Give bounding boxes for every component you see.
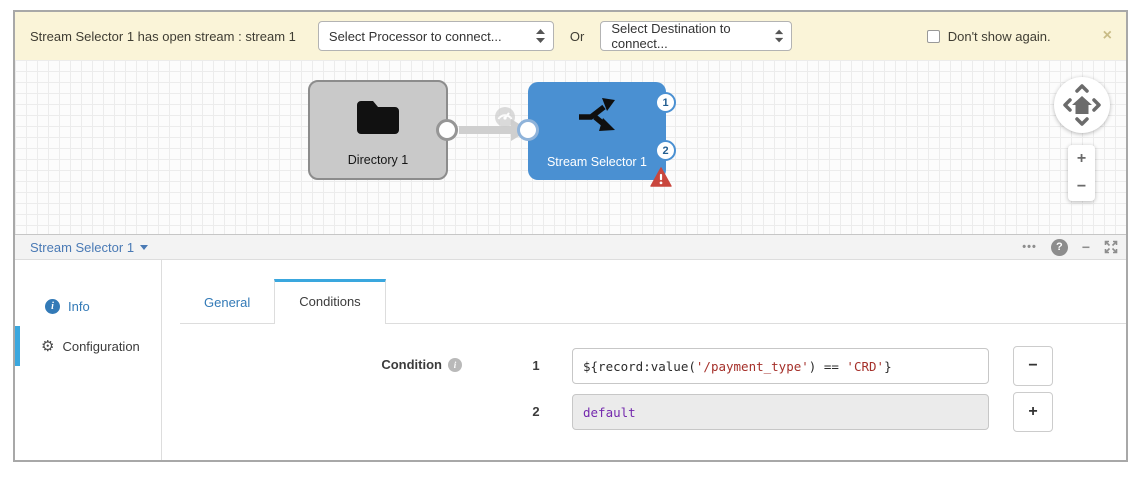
stage-title-dropdown[interactable]: Stream Selector 1	[30, 239, 149, 255]
condition-2-input[interactable]: default	[572, 394, 989, 430]
node-label: Directory 1	[347, 153, 409, 167]
sidebar-item-label: Info	[68, 298, 90, 314]
add-condition-button[interactable]: +	[1013, 392, 1053, 432]
stage-title: Stream Selector 1	[30, 239, 135, 255]
field-info-icon[interactable]: i	[448, 357, 462, 372]
tab-general[interactable]: General	[204, 295, 251, 310]
connection-line[interactable]	[459, 126, 513, 134]
destination-select-value: Select Destination to connect...	[611, 21, 731, 51]
home-icon	[1072, 96, 1092, 114]
minimize-icon[interactable]: −	[1081, 239, 1090, 255]
select-updown-icon	[775, 29, 784, 43]
remove-condition-button[interactable]: −	[1013, 346, 1053, 386]
dont-show-again-checkbox[interactable]	[926, 29, 940, 43]
detail-panel-body: i Info ⚙ Configuration General Condition…	[15, 260, 1126, 460]
configuration-main: General Conditions Condition i 1 ${recor…	[162, 260, 1126, 460]
output-stream-badge-1[interactable]: 1	[655, 92, 676, 113]
processor-select-value: Select Processor to connect...	[328, 28, 502, 44]
gear-icon: ⚙	[41, 336, 55, 355]
canvas-pan-control[interactable]	[1054, 77, 1110, 133]
pan-right-icon	[1092, 98, 1101, 112]
dont-show-again-label: Don't show again.	[947, 28, 1051, 44]
pan-left-icon	[1063, 98, 1072, 112]
or-label: Or	[569, 28, 585, 44]
zoom-in-button[interactable]: +	[1076, 150, 1087, 167]
tab-conditions[interactable]: Conditions	[274, 279, 386, 324]
code-segment: default	[583, 404, 636, 420]
dont-show-again-group: Don't show again.	[926, 28, 1051, 44]
destination-select[interactable]: Select Destination to connect...	[600, 21, 793, 51]
select-updown-icon	[535, 29, 545, 43]
metrics-gauge-icon	[493, 105, 517, 134]
condition-row: 2 default +	[462, 392, 1053, 432]
condition-row: 1 ${record:value( '/payment_type' ) == '…	[462, 346, 1053, 386]
node-stream-selector[interactable]: Stream Selector 1	[528, 82, 666, 180]
output-port[interactable]	[436, 119, 458, 141]
pipeline-canvas[interactable]: Directory 1 Stream Selector 1 1	[15, 60, 1126, 234]
more-menu-icon[interactable]: •••	[1022, 241, 1037, 253]
condition-field-label: Condition	[381, 357, 442, 372]
folder-icon	[310, 98, 446, 134]
sidebar-item-info[interactable]: i Info	[15, 286, 161, 326]
open-stream-alert-bar: Stream Selector 1 has open stream : stre…	[15, 12, 1126, 60]
caret-down-icon	[140, 244, 149, 250]
conditions-form: Condition i 1 ${record:value( '/payment_…	[162, 346, 1126, 440]
condition-1-input[interactable]: ${record:value( '/payment_type' ) == 'CR…	[572, 348, 989, 384]
expand-icon[interactable]	[1104, 240, 1118, 254]
warning-triangle-icon[interactable]	[650, 167, 672, 192]
code-segment: }	[884, 358, 892, 374]
node-label: Stream Selector 1	[546, 155, 648, 169]
processor-select[interactable]: Select Processor to connect...	[317, 21, 554, 51]
code-segment: ${record:value(	[583, 358, 696, 374]
code-segment: ) ==	[808, 358, 847, 374]
canvas-zoom-control: + −	[1068, 145, 1095, 201]
code-segment: 'CRD'	[846, 358, 885, 374]
alert-message: Stream Selector 1 has open stream : stre…	[30, 28, 296, 44]
close-icon[interactable]: ×	[1102, 27, 1112, 44]
config-tabstrip: General Conditions	[180, 279, 1126, 324]
stream-split-icon	[528, 98, 666, 134]
detail-panel-header: Stream Selector 1 ••• ? −	[15, 234, 1126, 260]
code-segment: '/payment_type'	[695, 358, 809, 374]
zoom-out-button[interactable]: −	[1076, 178, 1087, 195]
sidebar-item-label: Configuration	[62, 338, 140, 354]
condition-row-number: 2	[532, 404, 540, 419]
help-icon[interactable]: ?	[1050, 238, 1068, 256]
info-icon: i	[45, 298, 60, 314]
output-stream-badge-2[interactable]: 2	[655, 140, 676, 161]
node-directory[interactable]: Directory 1	[308, 80, 448, 180]
app-window: Stream Selector 1 has open stream : stre…	[13, 10, 1128, 462]
pan-down-icon	[1075, 117, 1089, 126]
detail-sidebar: i Info ⚙ Configuration	[15, 260, 162, 460]
input-port[interactable]	[517, 119, 539, 141]
pan-up-icon	[1075, 84, 1089, 93]
sidebar-item-configuration[interactable]: ⚙ Configuration	[15, 326, 161, 366]
condition-row-number: 1	[532, 358, 540, 373]
